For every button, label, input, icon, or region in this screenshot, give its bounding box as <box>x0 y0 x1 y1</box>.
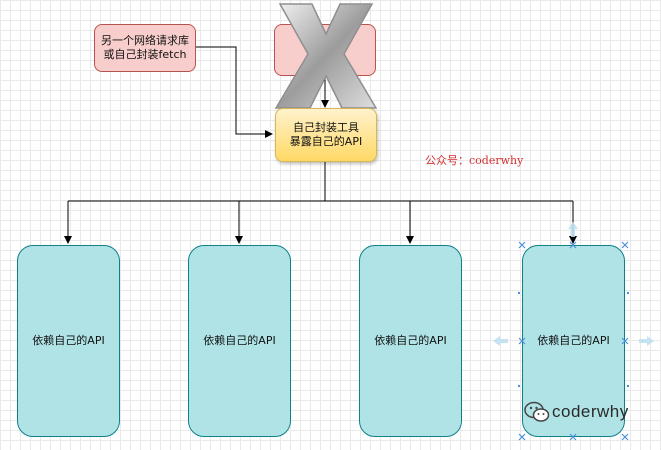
wrapper-tool-label: 自己封装工具 暴露自己的API <box>289 121 363 148</box>
resize-handle-br[interactable] <box>621 433 629 441</box>
hover-arrow-up-icon[interactable] <box>568 222 578 237</box>
resize-handle-tr[interactable] <box>621 241 629 249</box>
resize-handle-bm[interactable] <box>569 433 577 441</box>
resize-handle-ml[interactable] <box>518 337 526 345</box>
wechat-logo-icon <box>524 401 550 422</box>
wechat-account-label: 公众号：coderwhy <box>425 154 524 167</box>
consumer-node-3[interactable]: 依赖自己的API <box>359 245 462 437</box>
hover-arrow-right-icon[interactable] <box>639 336 654 346</box>
other-request-lib-node[interactable]: 另一个网络请求库 或自己封装fetch <box>94 24 196 72</box>
consumer-label-3: 依赖自己的API <box>374 334 447 347</box>
wrapper-tool-node[interactable]: 自己封装工具 暴露自己的API <box>275 108 377 162</box>
consumer-node-2[interactable]: 依赖自己的API <box>188 245 291 437</box>
consumer-label-1: 依赖自己的API <box>32 334 105 347</box>
resize-handle-tl[interactable] <box>518 241 526 249</box>
edge-other-to-wrapper <box>196 46 273 138</box>
resize-handle-tm[interactable] <box>569 241 577 249</box>
resize-handle-mr[interactable] <box>621 337 629 345</box>
consumer-node-4-selected[interactable]: 依赖自己的API <box>522 245 625 437</box>
other-request-lib-label: 另一个网络请求库 或自己封装fetch <box>101 34 189 61</box>
consumer-label-4: 依赖自己的API <box>537 334 610 347</box>
consumer-node-1[interactable]: 依赖自己的API <box>17 245 120 437</box>
hover-arrow-left-icon[interactable] <box>493 336 508 346</box>
consumer-label-2: 依赖自己的API <box>203 334 276 347</box>
resize-handle-bl[interactable] <box>518 433 526 441</box>
watermark-text: coderwhy <box>552 402 629 421</box>
x-mark-icon <box>274 3 378 109</box>
